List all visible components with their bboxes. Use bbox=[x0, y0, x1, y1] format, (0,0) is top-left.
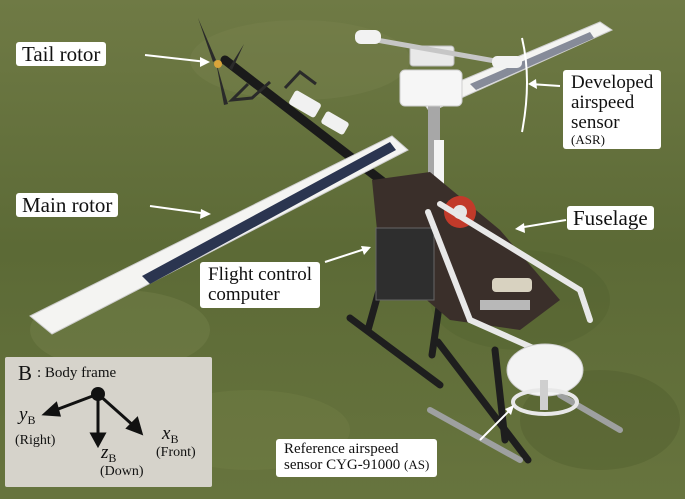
tail-rotor bbox=[198, 18, 244, 105]
as-model: sensor CYG-91000 bbox=[284, 456, 401, 473]
frame-title: : Body frame bbox=[37, 365, 117, 381]
asr-line-3: sensor bbox=[571, 111, 620, 133]
x-axis-label: xB bbox=[162, 423, 178, 447]
frame-letter: B bbox=[18, 361, 33, 385]
y-axis-subscript: B bbox=[27, 413, 36, 427]
x-axis-arrow bbox=[97, 392, 136, 429]
main-rotor-label: Main rotor bbox=[16, 193, 119, 218]
flight-control-computer-label: Flight control computer bbox=[200, 262, 320, 308]
fcc-line-2: computer bbox=[208, 283, 280, 305]
developed-airspeed-sensor-label: Developed airspeed sensor (ASR) bbox=[563, 70, 662, 150]
y-axis-direction: (Right) bbox=[15, 433, 56, 448]
x-axis-subscript: B bbox=[170, 432, 179, 446]
asr-line-2: airspeed bbox=[571, 91, 635, 113]
body-frame-axes bbox=[41, 387, 144, 449]
frame-origin bbox=[91, 387, 105, 401]
fcc-line-1: Flight control bbox=[208, 264, 312, 285]
tail-rotor-text: Tail rotor bbox=[22, 42, 101, 66]
z-axis-direction: (Down) bbox=[100, 464, 144, 479]
y-axis-label: yB bbox=[19, 404, 35, 428]
tail-boom bbox=[220, 55, 405, 200]
tail-servo bbox=[289, 90, 349, 135]
y-axis-symbol: y bbox=[19, 404, 28, 425]
z-axis-symbol: z bbox=[101, 442, 109, 463]
as-abbreviation: (AS) bbox=[404, 456, 430, 472]
z-axis-subscript: B bbox=[108, 451, 117, 465]
reference-airspeed-sensor-label: Reference airspeed sensor CYG-91000 (AS) bbox=[276, 439, 438, 477]
as-line-1: Reference airspeed bbox=[284, 441, 399, 457]
y-axis-arrow bbox=[52, 392, 99, 413]
main-rotor-text: Main rotor bbox=[22, 193, 113, 217]
x-axis-symbol: x bbox=[162, 423, 171, 444]
body-frame-inset: B : Body frame yB (Right) zB (Down) xB (… bbox=[5, 357, 212, 487]
x-axis-direction: (Front) bbox=[156, 445, 196, 460]
asr-abbreviation: (ASR) bbox=[571, 131, 605, 147]
arrow-heads bbox=[200, 57, 537, 415]
skid-bars bbox=[427, 392, 623, 463]
y-axis-head bbox=[41, 401, 62, 417]
fuselage-text: Fuselage bbox=[573, 206, 648, 230]
as-line-2: sensor CYG-91000 (AS) bbox=[284, 456, 430, 474]
fuselage-frame bbox=[372, 172, 593, 363]
tail-rotor-label: Tail rotor bbox=[16, 42, 107, 67]
asr-line-1: Developed bbox=[571, 72, 654, 93]
leader-lines bbox=[144, 37, 567, 441]
z-axis-head bbox=[89, 432, 107, 449]
tail-fin bbox=[227, 69, 317, 102]
x-axis-head bbox=[125, 416, 144, 436]
rotor-head bbox=[355, 30, 522, 188]
z-axis-label: zB bbox=[101, 442, 116, 466]
nose-dome bbox=[506, 343, 584, 416]
fuselage-label: Fuselage bbox=[567, 206, 654, 231]
